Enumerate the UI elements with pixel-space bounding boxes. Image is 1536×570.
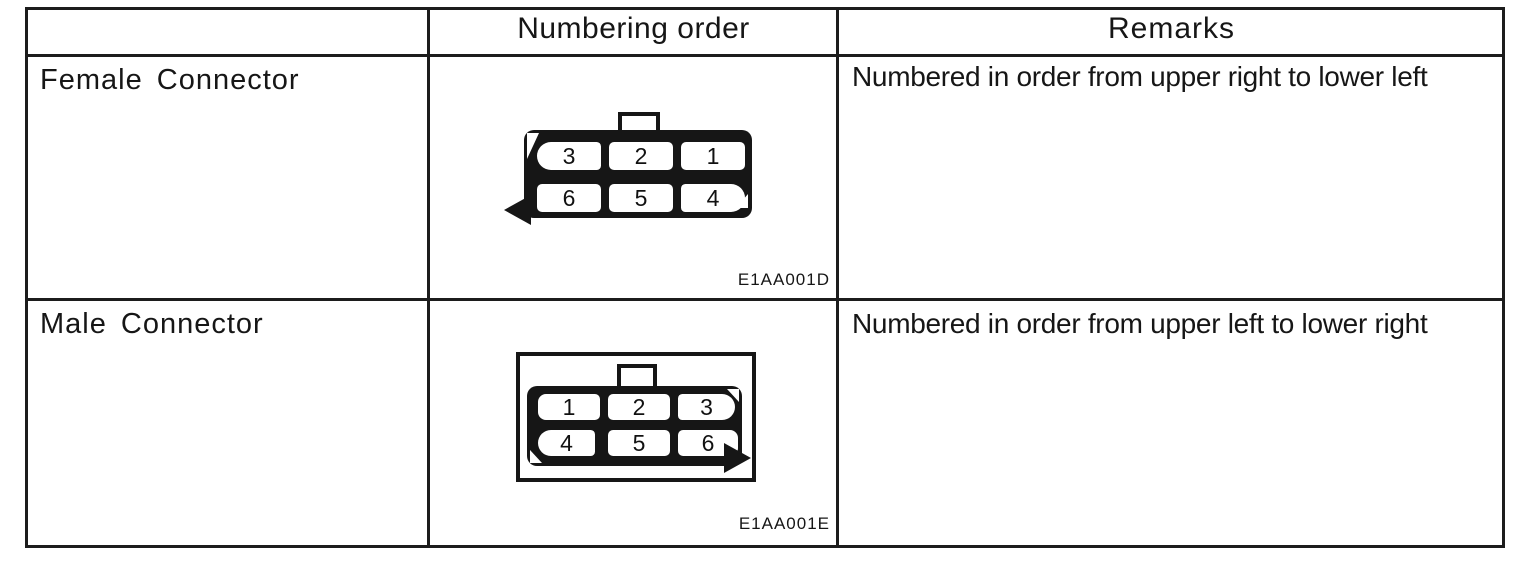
arrow-turn-notch — [736, 464, 748, 473]
pin-cell: 1 — [538, 394, 600, 420]
pin-cell: 3 — [537, 142, 601, 170]
numbering-arrow-left-icon — [504, 195, 531, 225]
pin-cell: 2 — [609, 142, 673, 170]
connector-lock-tab — [617, 364, 657, 390]
figure-id-female: E1AA001D — [737, 270, 830, 289]
pin-cell: 5 — [608, 430, 670, 456]
column-header-numbering-order: Numbering order — [517, 12, 750, 45]
row-label-male-connector: Male Connector — [40, 308, 264, 340]
remark-male-connector: Numbered in order from upper left to low… — [852, 308, 1428, 339]
row-label-female-connector: Female Connector — [40, 64, 300, 96]
male-connector-diagram: 1 2 3 4 5 6 — [512, 346, 768, 488]
pin-cell: 4 — [681, 184, 745, 212]
pin-cell: 6 — [537, 184, 601, 212]
remark-female-connector: Numbered in order from upper right to lo… — [852, 61, 1428, 92]
female-connector-diagram: 3 2 1 6 5 4 — [498, 106, 768, 236]
table-outer-border — [25, 7, 1505, 548]
column-header-remarks: Remarks — [1107, 12, 1235, 45]
connector-body: 3 2 1 6 5 4 — [524, 130, 752, 218]
connector-body: 1 2 3 4 5 6 — [527, 386, 742, 466]
pin-cell: 4 — [538, 430, 595, 456]
pin-cell: 3 — [678, 394, 735, 420]
table-grid-line-vertical-2 — [836, 7, 839, 548]
pin-cell: 5 — [609, 184, 673, 212]
table-grid-line-row-divider — [25, 298, 1505, 301]
pin-cell: 2 — [608, 394, 670, 420]
pin-cell: 1 — [681, 142, 745, 170]
table-grid-line-vertical-1 — [427, 7, 430, 548]
figure-id-male: E1AA001E — [738, 514, 830, 533]
table-grid-line-header-bottom — [25, 54, 1505, 57]
arrow-turn-notch — [530, 450, 542, 463]
